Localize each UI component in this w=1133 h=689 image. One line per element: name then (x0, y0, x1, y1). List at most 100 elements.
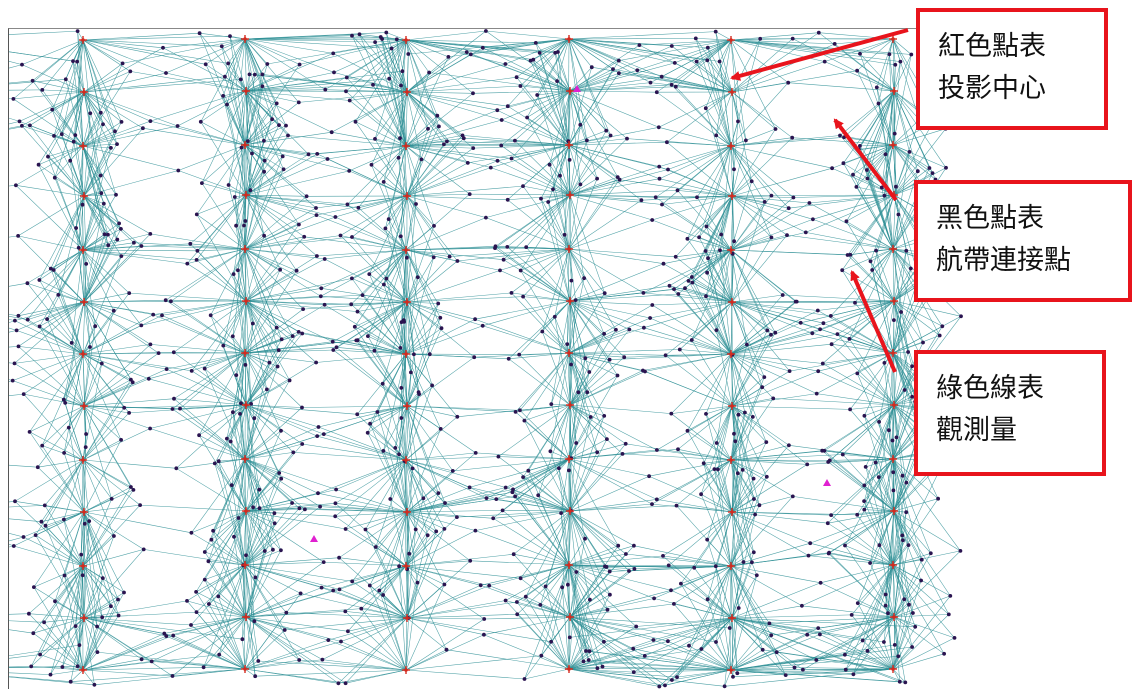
tie-point (244, 363, 248, 367)
tie-point (277, 123, 281, 127)
tie-point (852, 672, 856, 676)
tie-point (690, 281, 694, 285)
tie-point (714, 564, 718, 568)
tie-point (276, 365, 280, 369)
tie-point (290, 501, 294, 505)
tie-point (307, 152, 311, 156)
tie-point (944, 166, 948, 170)
tie-point (768, 622, 772, 626)
tie-point (791, 37, 795, 41)
tie-point (468, 192, 472, 196)
tie-point (589, 415, 593, 419)
tie-point (366, 431, 370, 435)
tie-point (913, 625, 917, 629)
tie-point (911, 611, 915, 615)
tie-point (100, 615, 104, 619)
tie-point (641, 369, 645, 373)
tie-point (132, 488, 136, 492)
tie-point (439, 427, 443, 431)
tie-point (816, 626, 820, 630)
tie-point (297, 223, 301, 227)
tie-point (346, 203, 350, 207)
tie-point (700, 647, 704, 651)
observation-lines (9, 31, 961, 687)
tie-point (176, 124, 180, 128)
tie-point (221, 94, 225, 98)
tie-point (426, 127, 430, 131)
tie-point (275, 102, 279, 106)
tie-point (704, 412, 708, 416)
tie-point (368, 584, 372, 588)
tie-point (883, 361, 887, 365)
tie-point (883, 184, 887, 188)
tie-point (878, 543, 882, 547)
tie-point (31, 79, 35, 83)
tie-point (102, 202, 106, 206)
tie-point (489, 166, 493, 170)
tie-point (642, 326, 646, 330)
tie-point (664, 353, 668, 357)
projection-center (79, 36, 87, 44)
tie-point (473, 317, 477, 321)
tie-point (705, 271, 709, 275)
tie-point (855, 513, 859, 517)
tie-point (907, 603, 911, 607)
tie-point (84, 445, 88, 449)
tie-point (390, 47, 394, 51)
tie-point (736, 471, 740, 475)
tie-point (686, 429, 690, 433)
tie-point (49, 673, 53, 677)
tie-point (445, 140, 449, 144)
tie-point (297, 101, 301, 105)
tie-point (959, 314, 963, 318)
tie-point (736, 120, 740, 124)
callout-projection-center-line2: 投影中心 (938, 68, 1104, 110)
tie-point (300, 406, 304, 410)
tie-point (732, 167, 736, 171)
tie-point (836, 332, 840, 336)
tie-point (595, 450, 599, 454)
tie-point (856, 601, 860, 605)
tie-point (26, 281, 30, 285)
tie-point (784, 673, 788, 677)
tie-point (632, 670, 636, 674)
tie-point (428, 352, 432, 356)
tie-point (195, 610, 199, 614)
tie-point (250, 152, 254, 156)
tie-point (864, 159, 868, 163)
tie-point (88, 345, 92, 349)
tie-point (553, 315, 557, 319)
tie-point (236, 268, 240, 272)
tie-point (350, 235, 354, 239)
tie-point (519, 84, 523, 88)
tie-point (733, 439, 737, 443)
tie-point (298, 506, 302, 510)
tie-point (171, 634, 175, 638)
tie-point (948, 594, 952, 598)
tie-point (770, 236, 774, 240)
tie-point (52, 134, 56, 138)
tie-point (634, 625, 638, 629)
tie-point (12, 97, 16, 101)
tie-point (380, 37, 384, 41)
tie-point (869, 259, 873, 263)
tie-point (596, 666, 600, 670)
tie-point (165, 367, 169, 371)
tie-point (862, 484, 866, 488)
tie-point (195, 258, 199, 262)
tie-point (185, 599, 189, 603)
tie-point (387, 217, 391, 221)
tie-point (169, 299, 173, 303)
tie-point (283, 628, 287, 632)
tie-point (138, 503, 142, 507)
network-canvas (9, 29, 964, 689)
tie-point (519, 576, 523, 580)
tie-point (900, 534, 904, 538)
tie-point (901, 538, 905, 542)
tie-point (507, 357, 511, 361)
tie-point (231, 334, 235, 338)
tie-point (405, 256, 409, 260)
control-point (823, 479, 831, 486)
tie-point (337, 681, 341, 685)
tie-point (603, 291, 607, 295)
